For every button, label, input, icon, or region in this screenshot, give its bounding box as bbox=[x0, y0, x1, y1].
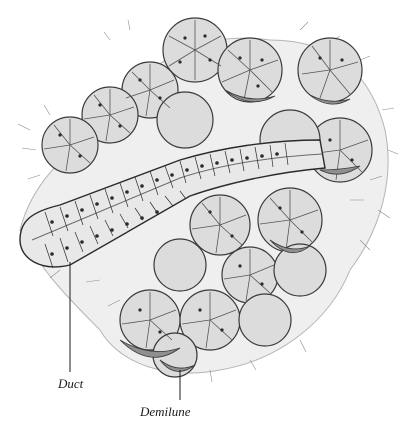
duct-cells bbox=[44, 142, 289, 269]
demilune-label: Demilune bbox=[140, 404, 191, 419]
demilune-crescent bbox=[119, 339, 181, 358]
acinus bbox=[156, 91, 214, 149]
acinus bbox=[153, 238, 207, 292]
acinus bbox=[238, 293, 292, 347]
duct-label: Duct bbox=[58, 376, 84, 391]
demilune-crescent bbox=[224, 89, 276, 103]
demilune-crescent bbox=[159, 359, 196, 372]
demilune-crescent bbox=[319, 165, 361, 175]
demilune-crescent bbox=[309, 94, 351, 105]
demilune-crescent bbox=[269, 239, 311, 254]
duct-nuclei bbox=[50, 152, 279, 256]
acinus bbox=[273, 243, 327, 297]
acinus-nuclei bbox=[58, 34, 354, 334]
duct-lumen bbox=[31, 153, 323, 241]
demilunes bbox=[119, 89, 361, 372]
